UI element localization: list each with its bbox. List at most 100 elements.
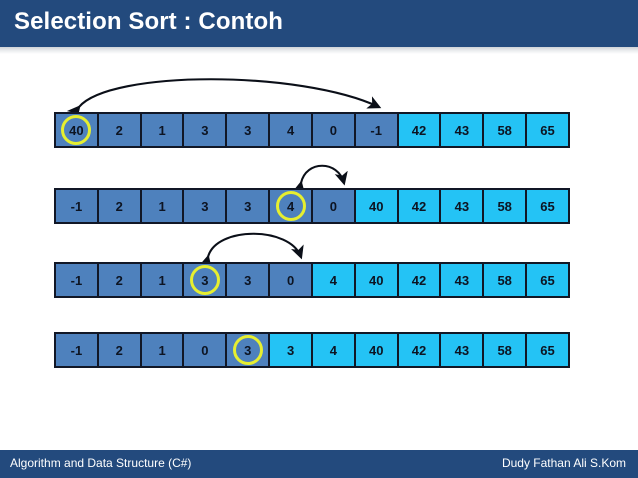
array-cell: 2: [98, 334, 142, 366]
array-cell: 58: [484, 190, 528, 222]
array-cell-value: 1: [158, 272, 166, 288]
array-cell-value: 0: [201, 342, 209, 358]
array-cell: 0: [270, 264, 313, 296]
array-cell-value: -1: [70, 198, 83, 214]
array-cell: 58: [484, 264, 528, 296]
array-cell: -1: [56, 334, 99, 366]
array-cell: 1: [141, 264, 185, 296]
array-cell: 0: [184, 334, 228, 366]
array-cell-value: 40: [368, 198, 384, 214]
array-cell-value: -1: [70, 342, 83, 358]
array-cell-value: 4: [329, 342, 337, 358]
array-cell-value: 65: [540, 272, 555, 288]
array-cell-value: 4: [286, 198, 295, 214]
array-cell: 4: [312, 334, 356, 366]
array-cell-value: 42: [411, 272, 427, 288]
array-cell-value: 2: [115, 122, 123, 138]
array-cell: 43: [441, 334, 485, 366]
array-cell: 43: [441, 264, 485, 296]
array-cell: 4: [312, 264, 356, 296]
array-cell: 42: [398, 334, 442, 366]
array-cell-value: 3: [244, 272, 252, 288]
array-cell-value: -1: [70, 272, 83, 288]
array-cell-value: 65: [540, 342, 555, 358]
array-cell: 3: [227, 190, 271, 222]
array-cell: 65: [527, 334, 568, 366]
array-cell: 4: [270, 190, 313, 222]
array-cell: 1: [141, 190, 185, 222]
array-cell-value: -1: [370, 122, 382, 138]
array-cell: 1: [141, 334, 185, 366]
array-cell-value: 42: [411, 122, 427, 138]
array-cell-value: 43: [454, 342, 470, 358]
array-cell-value: 3: [244, 342, 252, 358]
array-cell: 2: [98, 190, 142, 222]
array-cell-value: 3: [244, 198, 252, 214]
array-cell: 65: [527, 114, 568, 146]
array-cell-value: 40: [368, 272, 384, 288]
array-cell-value: 65: [540, 198, 555, 214]
title-bar: [0, 0, 638, 47]
footer-bar: Algorithm and Data Structure (C#) Dudy F…: [0, 450, 638, 478]
array-cell-value: 40: [69, 122, 84, 138]
array-cell: 3: [184, 114, 228, 146]
page-title: Selection Sort : Contoh: [14, 8, 283, 35]
array-cell-value: 2: [115, 342, 123, 358]
array-cell-value: 3: [244, 122, 252, 138]
array-cell: 40: [56, 114, 99, 146]
array-cell: 40: [355, 190, 399, 222]
array-row-pass-4: -1 2 1 0 3 3 4 40 42 43 58 65: [54, 332, 570, 368]
array-cell: 58: [484, 114, 528, 146]
array-cell-value: 43: [454, 272, 470, 288]
array-cell-value: 0: [329, 198, 337, 214]
array-cell-value: 42: [411, 198, 427, 214]
array-cell-value: 58: [497, 342, 512, 358]
array-cell-value: 65: [540, 122, 555, 138]
array-cell-value: 1: [158, 198, 166, 214]
array-cell-value: 1: [158, 122, 166, 138]
array-cell-value: 1: [158, 342, 166, 358]
footer-course-label: Algorithm and Data Structure (C#): [10, 456, 192, 470]
array-cell-value: 42: [411, 342, 427, 358]
array-cell: 2: [98, 264, 142, 296]
array-cell: 42: [398, 114, 442, 146]
array-cell: -1: [56, 264, 99, 296]
array-cell-value: 3: [201, 198, 209, 214]
array-cell: -1: [355, 114, 399, 146]
array-cell-value: 3: [201, 122, 209, 138]
array-cell: 0: [312, 114, 356, 146]
array-cell: 40: [355, 264, 399, 296]
array-cell-value: 3: [286, 342, 295, 358]
array-cell: 3: [184, 264, 228, 296]
array-row-pass-3: -1 2 1 3 3 0 4 40 42 43 58 65: [54, 262, 570, 298]
array-cell: 40: [355, 334, 399, 366]
footer-author-label: Dudy Fathan Ali S.Kom: [501, 456, 626, 470]
array-cell-value: 58: [497, 122, 512, 138]
array-cell: 4: [270, 114, 313, 146]
array-cell-value: 0: [286, 272, 295, 288]
array-cell: 3: [227, 334, 271, 366]
array-cell: 58: [484, 334, 528, 366]
title-bar-shadow: [0, 47, 638, 54]
array-cell-value: 40: [368, 342, 384, 358]
array-cell-value: 3: [201, 272, 209, 288]
swap-arrow-pass-1: [66, 78, 382, 120]
array-cell: 65: [527, 264, 568, 296]
swap-arrow-pass-2: [292, 164, 348, 196]
array-cell: 3: [227, 264, 271, 296]
array-cell-value: 2: [115, 272, 123, 288]
array-cell: -1: [56, 190, 99, 222]
array-cell: 1: [141, 114, 185, 146]
array-cell-value: 4: [286, 122, 295, 138]
array-cell: 43: [441, 114, 485, 146]
array-cell-value: 2: [115, 198, 123, 214]
array-cell: 42: [398, 264, 442, 296]
array-cell-value: 4: [329, 272, 337, 288]
footer-spacer: [0, 440, 638, 450]
array-cell: 3: [184, 190, 228, 222]
array-cell-value: 43: [454, 122, 470, 138]
swap-arrow-pass-3: [198, 232, 304, 270]
